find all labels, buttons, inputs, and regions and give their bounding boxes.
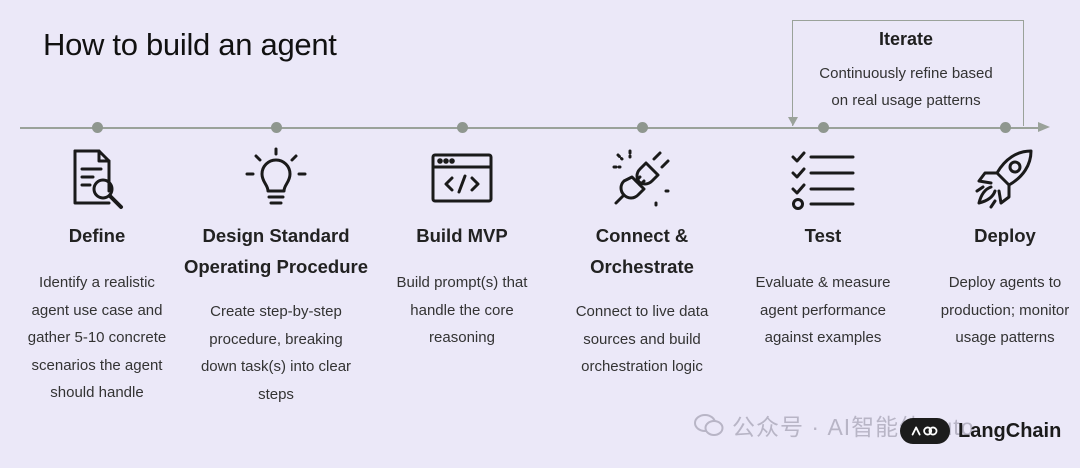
timeline-dot-test — [817, 122, 829, 133]
plug-connect-icon — [542, 140, 742, 218]
step-description: Identify a realistic agent use case and … — [27, 274, 167, 401]
timeline-arrowhead — [1038, 122, 1050, 132]
step-label: Test — [804, 225, 842, 246]
wechat-icon — [694, 414, 724, 436]
langchain-badge-icon — [900, 418, 950, 444]
timeline-dot-deploy — [999, 122, 1011, 133]
step-build-mvp: Build MVP Build prompt(s) that handle th… — [362, 140, 562, 352]
step-description: Build prompt(s) that handle the core rea… — [396, 274, 528, 346]
timeline-dot-define — [91, 122, 103, 133]
timeline-dot-build — [456, 122, 468, 133]
step-label: Design Standard Operating Procedure — [183, 225, 368, 277]
step-description: Connect to live data sources and build o… — [575, 303, 709, 375]
step-deploy: Deploy Deploy agents to production; moni… — [905, 140, 1080, 352]
timeline-dot-connect — [636, 122, 648, 133]
step-test: Test Evaluate & measure agent performanc… — [723, 140, 923, 352]
step-label: Deploy — [974, 225, 1036, 246]
iterate-loop — [792, 20, 1024, 126]
step-description: Deploy agents to production; monitor usa… — [940, 274, 1070, 346]
langchain-logo: LangChain — [900, 418, 1061, 444]
lightbulb-icon — [176, 140, 376, 218]
step-define: Define Identify a realistic agent use ca… — [0, 140, 197, 407]
page-title: How to build an agent — [43, 27, 337, 62]
step-connect-orchestrate: Connect & Orchestrate Connect to live da… — [542, 140, 742, 381]
timeline-line — [20, 127, 1042, 129]
checklist-icon — [723, 140, 923, 218]
code-window-icon — [362, 140, 562, 218]
step-label: Define — [68, 225, 126, 246]
iterate-title: Iterate — [878, 29, 934, 49]
document-search-icon — [0, 140, 197, 218]
step-label: Connect & Orchestrate — [590, 225, 694, 277]
step-description: Create step-by-step procedure, breaking … — [200, 303, 352, 403]
timeline-dot-design — [270, 122, 282, 133]
rocket-icon — [905, 140, 1080, 218]
step-label: Build MVP — [416, 225, 508, 246]
step-design-sop: Design Standard Operating Procedure Crea… — [176, 140, 376, 408]
brand-name: LangChain — [958, 419, 1062, 442]
iterate-description: Continuously refine based on real usage … — [819, 65, 993, 109]
step-description: Evaluate & measure agent performance aga… — [755, 274, 891, 346]
iterate-arrowhead — [787, 117, 798, 126]
